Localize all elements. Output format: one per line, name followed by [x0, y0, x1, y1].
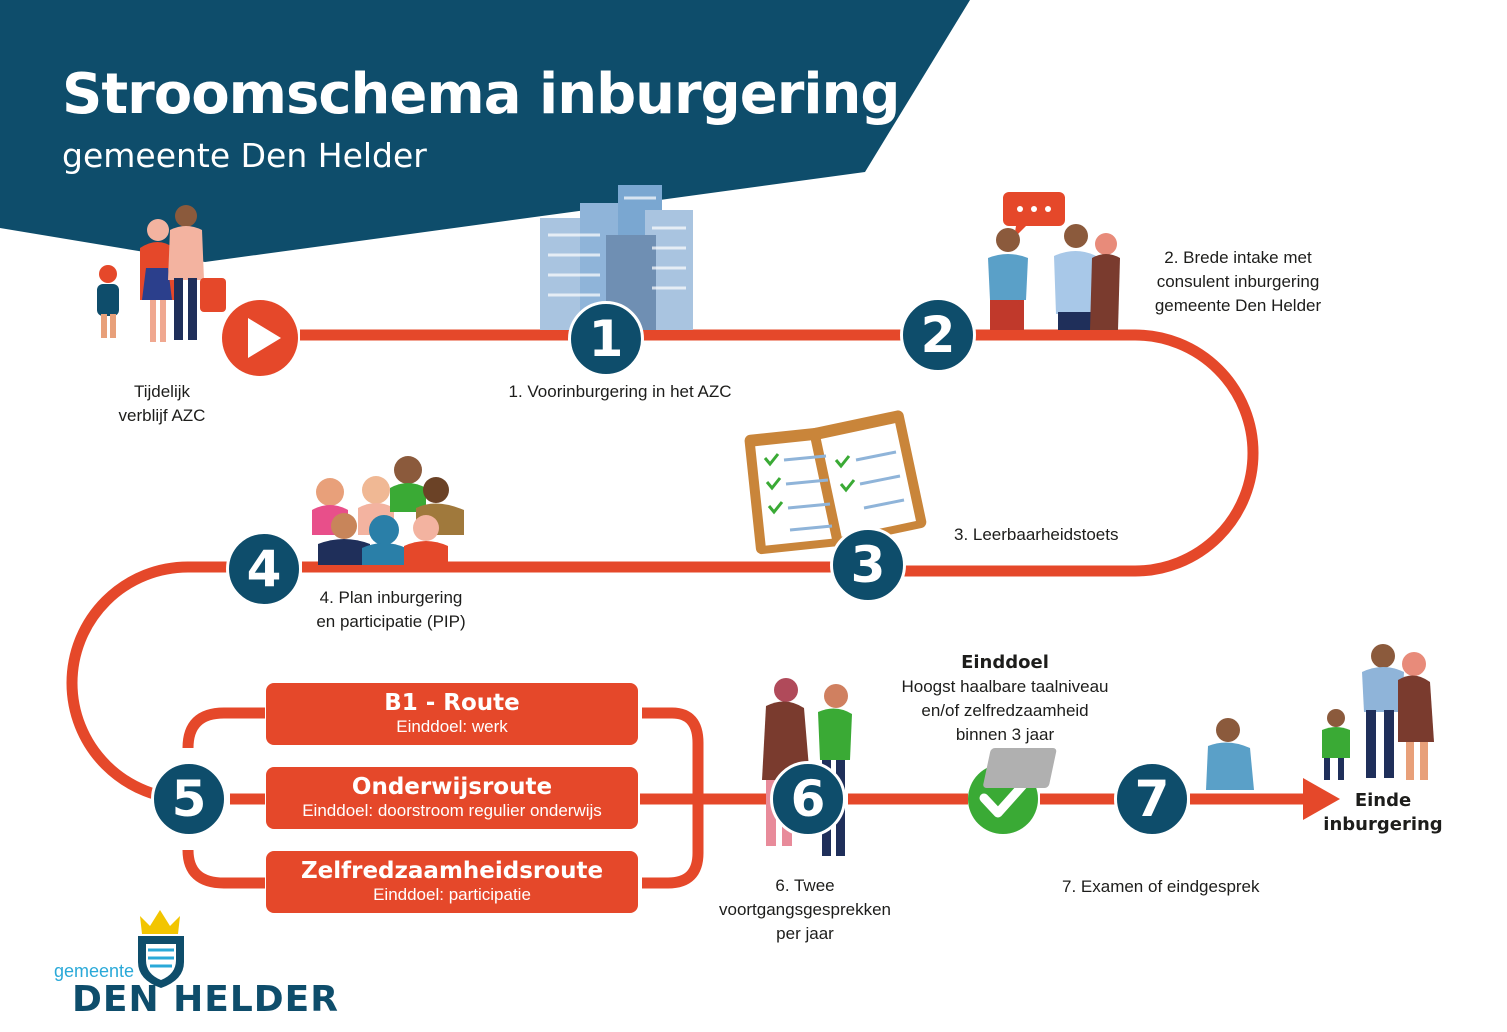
route-onderwijs-title: Onderwijsroute	[351, 774, 553, 800]
goal-line-3: binnen 3 jaar	[955, 725, 1055, 744]
logo-shield	[138, 910, 184, 988]
step-6-label: 6. Twee voortgangsgesprekken per jaar	[718, 876, 891, 943]
step-4-label: 4. Plan inburgering en participatie (PIP…	[316, 588, 466, 631]
route-zelfredzaamheid-subtitle: Einddoel: participatie	[373, 885, 531, 904]
step-3-circle: 3	[830, 527, 906, 603]
step-1-label: 1. Voorinburgering in het AZC	[508, 382, 732, 401]
goal-heading: Einddoel	[961, 652, 1049, 673]
goal-line-1: Hoogst haalbare taalniveau	[901, 677, 1109, 696]
step-6-circle: 6	[770, 761, 846, 837]
step-2-circle: 2	[900, 297, 976, 373]
step-7-circle: 7	[1114, 761, 1190, 837]
page-subtitle: gemeente Den Helder	[62, 136, 427, 175]
flow-path	[66, 329, 1305, 889]
end-label: Einde inburgering	[1323, 790, 1443, 835]
route-onderwijs-subtitle: Einddoel: doorstroom regulier onderwijs	[302, 801, 602, 820]
start-label: Tijdelijk verblijf AZC	[118, 382, 206, 425]
header-banner	[0, 0, 970, 262]
step-3-label: 3. Leerbaarheidstoets	[954, 525, 1119, 544]
step-1-circle: 1	[568, 301, 644, 377]
family-illustration	[97, 205, 226, 342]
clipboards-illustration	[744, 410, 927, 555]
check-icon	[979, 780, 1028, 818]
group-illustration	[312, 456, 464, 565]
exam-illustration	[983, 718, 1254, 790]
step-2-label: 2. Brede intake met consulent inburgerin…	[1154, 248, 1322, 315]
route-zelfredzaamheid-title: Zelfredzaamheidsroute	[300, 858, 604, 884]
step-4-circle: 4	[226, 531, 302, 607]
route-b1-subtitle: Einddoel: werk	[396, 717, 508, 736]
goal-line-2: en/of zelfredzaamheid	[921, 701, 1089, 720]
end-arrowhead	[1303, 778, 1340, 820]
logo-text-small: gemeente	[54, 961, 135, 981]
goal-block: Einddoel Hoogst haalbare taalniveau en/o…	[880, 651, 1130, 747]
play-icon	[248, 318, 281, 358]
page-title: Stroomschema inburgering	[62, 62, 900, 127]
logo-text-big: DEN HELDER	[72, 979, 339, 1020]
route-zelfredzaamheid: Zelfredzaamheidsroute Einddoel: particip…	[266, 851, 638, 913]
intake-illustration	[988, 192, 1120, 330]
route-b1: B1 - Route Einddoel: werk	[266, 683, 638, 745]
step-5-circle: 5	[151, 761, 227, 837]
step-7-label: 7. Examen of eindgesprek	[1062, 877, 1260, 896]
route-onderwijs: Onderwijsroute Einddoel: doorstroom regu…	[266, 767, 638, 829]
route-b1-title: B1 - Route	[384, 690, 520, 716]
end-family-illustration	[1322, 644, 1434, 780]
